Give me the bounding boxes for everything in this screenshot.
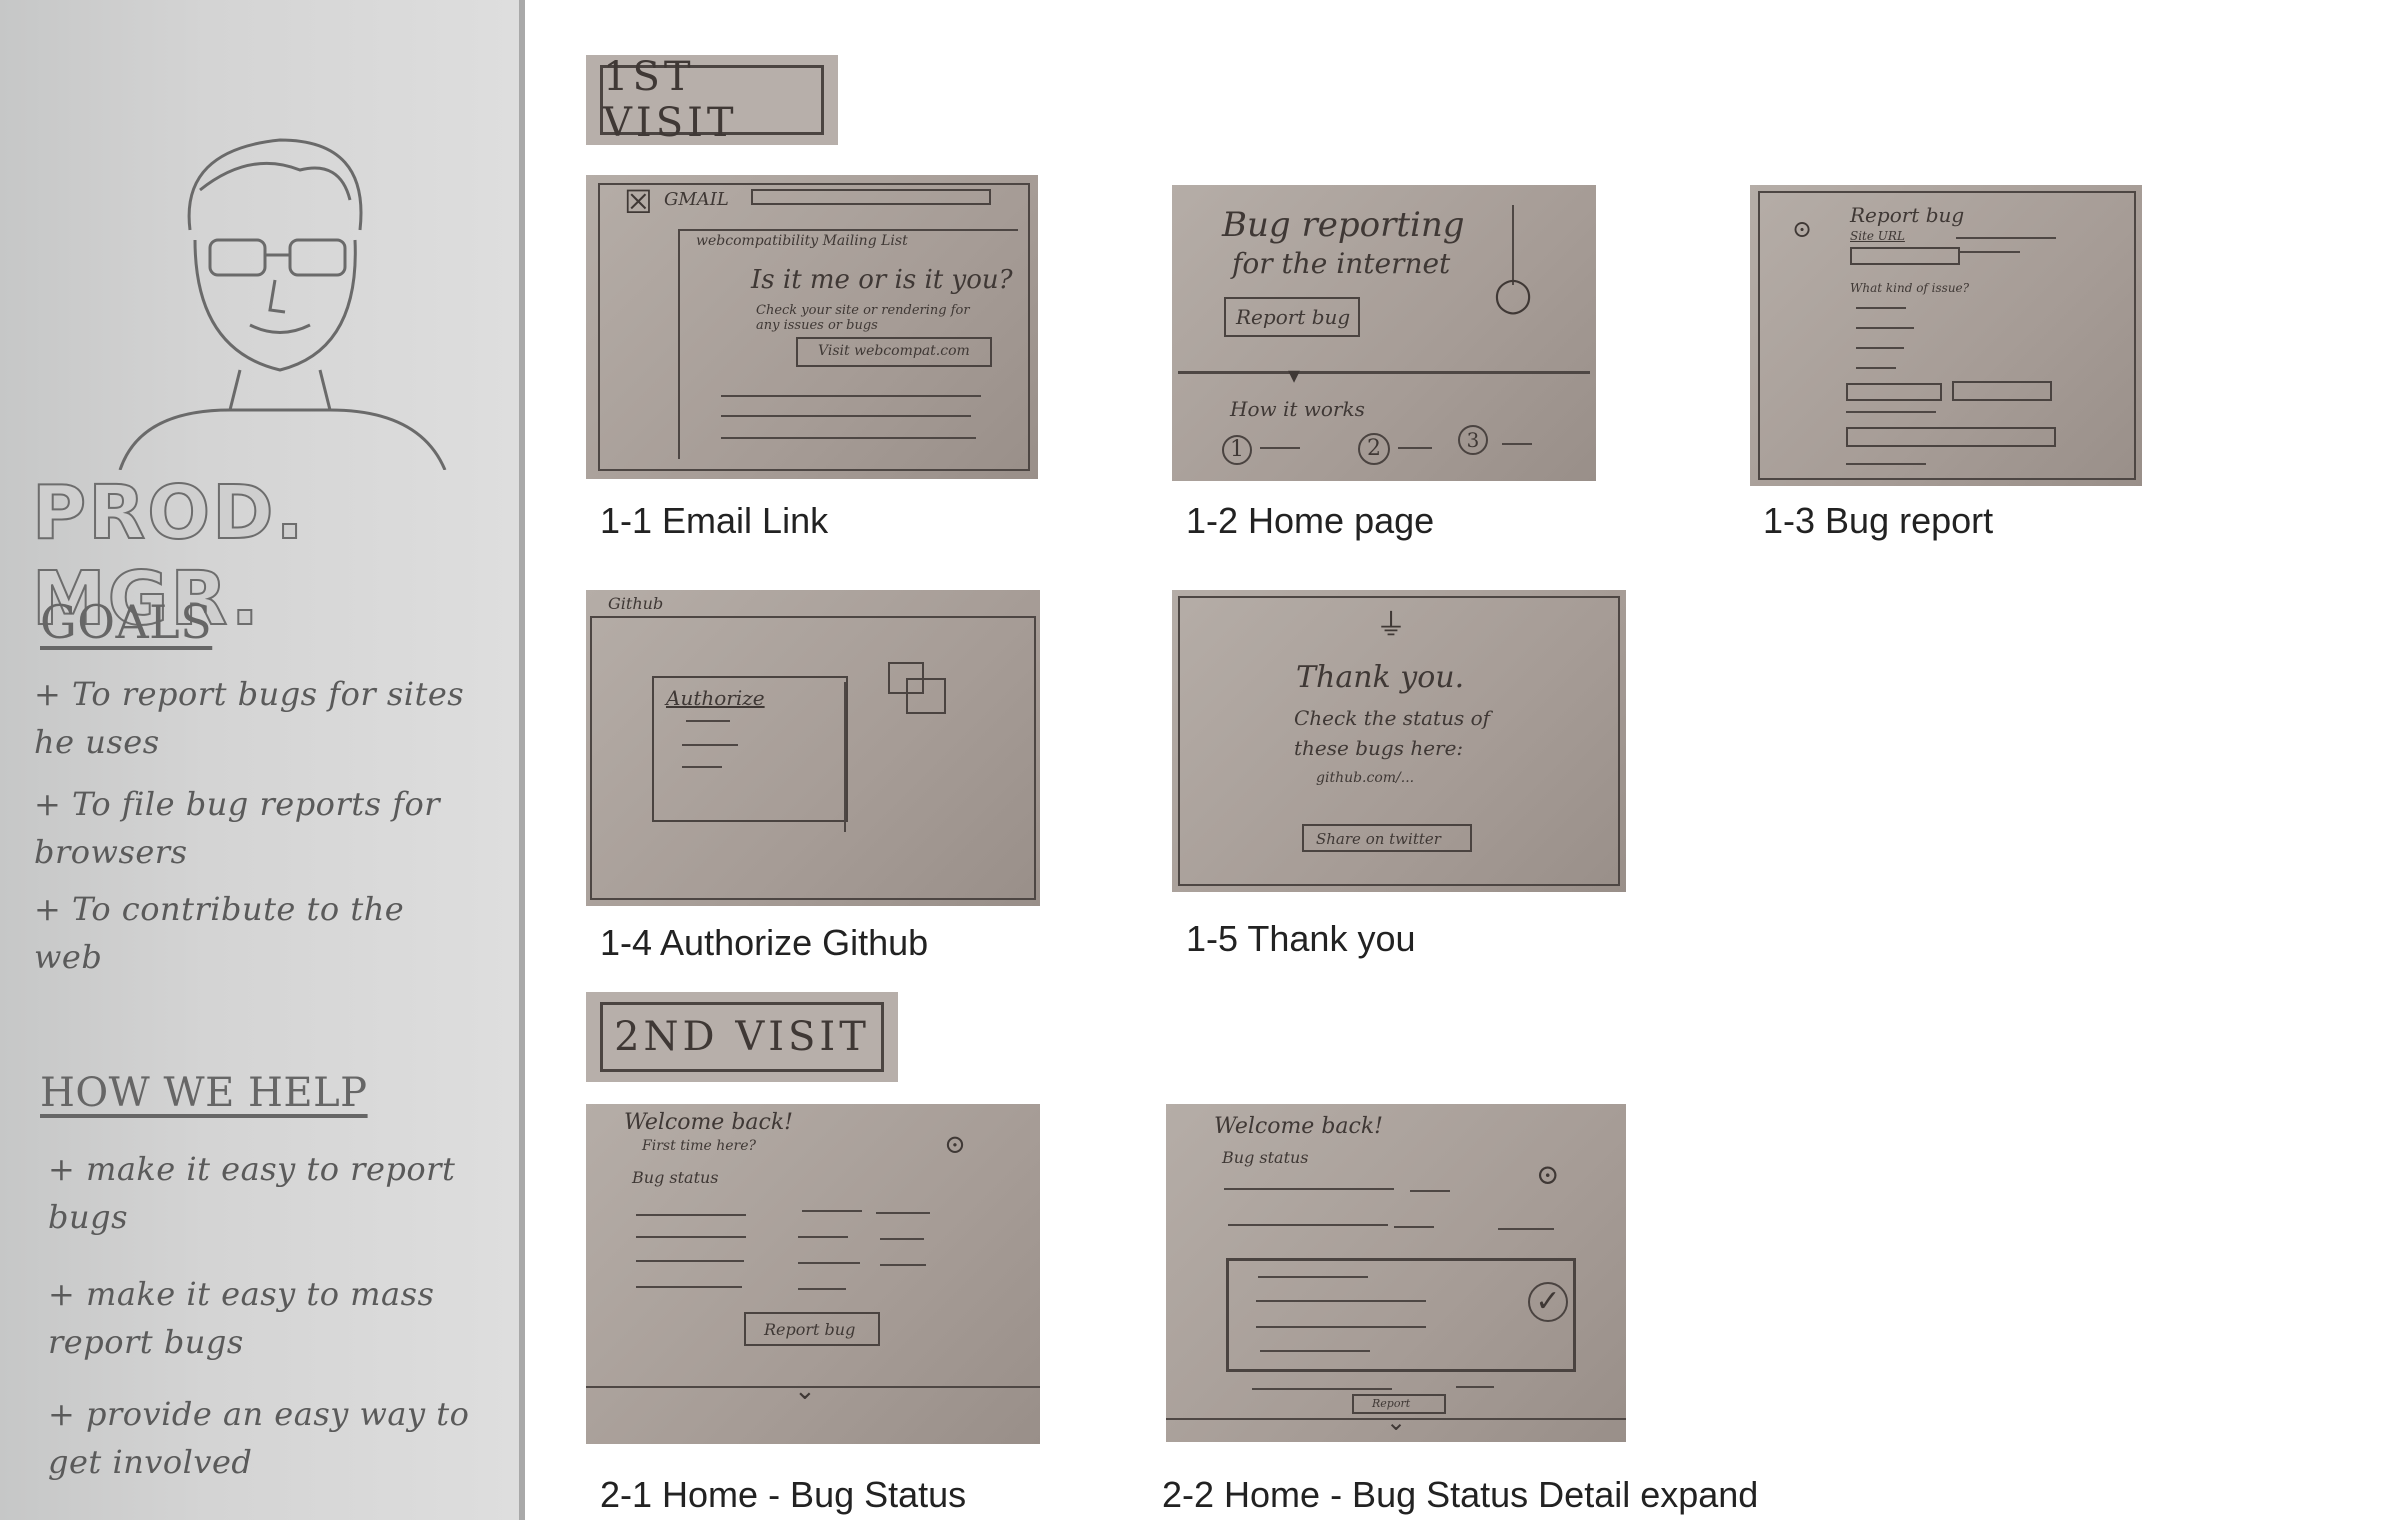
goal-item: + To contribute to the web: [34, 890, 405, 976]
bug-status-label: Bug status: [632, 1168, 719, 1187]
caption-1-1: 1-1 Email Link: [600, 500, 829, 541]
bug-status-label: Bug status: [1222, 1148, 1309, 1167]
goal-item: + To report bugs for sites he uses: [34, 675, 465, 761]
second-visit-label: 2ND VISIT: [586, 992, 898, 1082]
thank-you-text: Thank you.: [1296, 660, 1465, 695]
caption-1-5: 1-5 Thank you: [1186, 918, 1416, 959]
thanks-line-2: these bugs here:: [1294, 736, 1464, 760]
screen-1-5-thank-you: ⏚ Thank you. Check the status of these b…: [1172, 590, 1626, 892]
screen-1-3-bug-report: ⊙ Report bug Site URL What kind of issue…: [1750, 185, 2142, 486]
site-url-label: Site URL: [1850, 229, 1905, 243]
persona-sketch-icon: [118, 138, 447, 470]
welcome-back: Welcome back!: [624, 1110, 794, 1135]
chevron-down-icon: ⌄: [1386, 1408, 1407, 1436]
bug-detail-panel[interactable]: [1226, 1258, 1576, 1372]
screen-2-2-bug-status-detail: Welcome back! Bug status ⊙ ✓ Report ⌄: [1166, 1104, 1626, 1442]
help-item: + make it easy to report bugs: [48, 1150, 456, 1236]
mail-check-icon: ☒: [624, 183, 653, 221]
screen-1-1-email-link: ☒ GMAIL webcompatibility Mailing List Is…: [586, 175, 1038, 479]
email-body: Check your site or rendering for any iss…: [756, 303, 970, 333]
persona-sheet: PROD. MGR. GOALS + To report bugs for si…: [0, 0, 525, 1520]
help-heading: HOW WE HELP: [40, 1070, 368, 1116]
email-headline: Is it me or is it you?: [751, 265, 1013, 295]
lightbulb-icon: ◯: [1494, 275, 1533, 315]
lightbulb-icon: ⊙: [1536, 1158, 1560, 1191]
authorize-dialog[interactable]: [652, 676, 848, 822]
lamp-icon: ⏚: [1376, 608, 1406, 643]
chevron-down-icon: ▾: [1288, 361, 1301, 389]
chevron-down-icon: ⌄: [794, 1376, 816, 1406]
caption-1-3: 1-3 Bug report: [1763, 500, 1994, 541]
visit-site-button[interactable]: Visit webcompat.com: [796, 337, 992, 367]
problem-input[interactable]: [1846, 427, 2056, 447]
welcome-back: Welcome back!: [1214, 1114, 1384, 1139]
home-headline-1: Bug reporting: [1222, 205, 1465, 245]
share-twitter-button[interactable]: Share on twitter: [1302, 824, 1472, 852]
first-visit-label: 1ST VISIT: [586, 54, 838, 146]
help-item: + provide an easy way to get involved: [48, 1395, 470, 1481]
thanks-line-3: github.com/...: [1316, 770, 1415, 786]
list-header: webcompatibility Mailing List: [696, 233, 908, 249]
mail-label: GMAIL: [664, 189, 729, 210]
caption-2-1: 2-1 Home - Bug Status: [600, 1474, 967, 1515]
github-header: Github: [608, 594, 664, 613]
lightbulb-icon: ⊙: [944, 1130, 966, 1160]
help-item: + make it easy to mass report bugs: [48, 1275, 435, 1361]
issue-question: What kind of issue?: [1850, 281, 1970, 295]
step-3: 3: [1458, 425, 1488, 455]
caption-2-2: 2-2 Home - Bug Status Detail expand: [1162, 1474, 1759, 1515]
version-input[interactable]: [1952, 381, 2052, 401]
check-icon: ✓: [1528, 1282, 1568, 1322]
how-it-works: How it works: [1230, 397, 1365, 421]
thanks-line-1: Check the status of: [1294, 706, 1491, 730]
report-button[interactable]: Report: [1352, 1394, 1446, 1414]
report-bug-button[interactable]: Report bug: [1224, 297, 1360, 337]
report-bug-button[interactable]: Report bug: [744, 1312, 880, 1346]
goal-item: + To file bug reports for browsers: [34, 785, 441, 871]
screen-1-4-authorize-github: Github Authorize: [586, 590, 1040, 906]
screen-2-1-home-bug-status: Welcome back! First time here? Bug statu…: [586, 1104, 1040, 1444]
persona-title: PROD. MGR.: [31, 469, 306, 643]
caption-1-4: 1-4 Authorize Github: [600, 922, 929, 963]
authorize-label: Authorize: [666, 686, 765, 710]
browser-select[interactable]: [1846, 383, 1942, 401]
lightbulb-icon: ⊙: [1792, 215, 1813, 243]
webcompat-logo-icon: [906, 678, 946, 714]
step-2: 2: [1358, 433, 1390, 465]
bug-report-title: Report bug: [1850, 203, 1965, 227]
goals-heading: GOALS: [40, 595, 213, 649]
home-headline-2: for the internet: [1232, 247, 1451, 280]
site-url-input[interactable]: [1850, 247, 1960, 265]
screen-1-2-home-page: Bug reporting for the internet ◯ Report …: [1172, 185, 1596, 481]
step-1: 1: [1222, 435, 1252, 465]
first-time: First time here?: [642, 1138, 757, 1154]
caption-1-2: 1-2 Home page: [1186, 500, 1435, 541]
